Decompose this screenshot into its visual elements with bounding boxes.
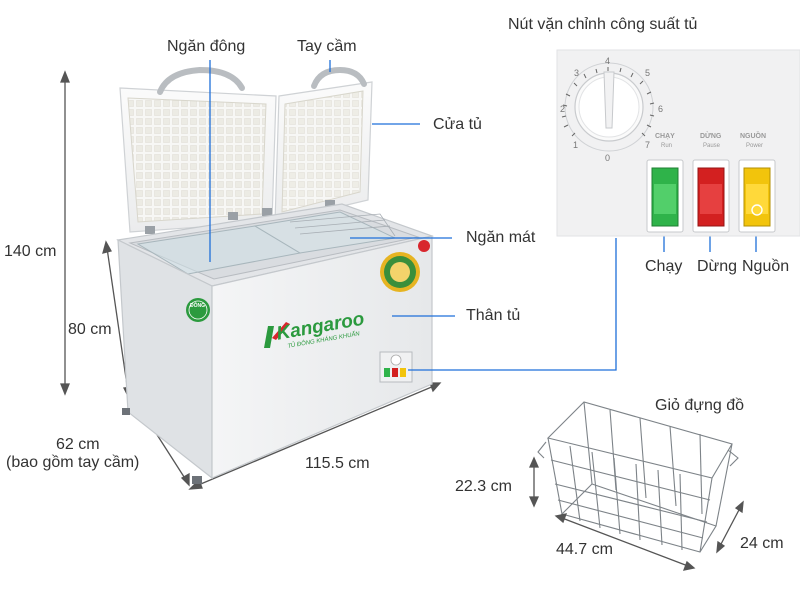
label-than-tu: Thân tủ <box>466 307 521 324</box>
switch-power-caption-en: Power <box>746 143 764 149</box>
dial-number-7: 7 <box>645 140 651 150</box>
dim-height-total: 140 cm <box>4 243 57 260</box>
switch-pause-caption-en: Pause <box>703 143 721 149</box>
dial-number-4: 4 <box>605 56 611 66</box>
dial-number-6: 6 <box>658 104 664 114</box>
dial-number-0: 0 <box>605 153 611 163</box>
label-ngan-dong: Ngăn đông <box>167 38 246 55</box>
label-nguon: Nguồn <box>742 258 790 275</box>
switch-run-caption: CHẠY <box>655 133 675 140</box>
leader-lines <box>209 60 757 371</box>
switch-power-caption: NGUỒN <box>740 133 767 140</box>
label-dung: Dừng <box>697 258 738 275</box>
freezer-badge: ĐÔNG <box>190 303 205 309</box>
handle-right <box>311 66 367 89</box>
dial-number-1: 1 <box>573 140 579 150</box>
dim-basket-height: 22.3 cm <box>455 478 512 495</box>
basket-illustration <box>537 401 739 553</box>
freezer-illustration <box>116 66 435 484</box>
dim-depth-note: (bao gồm tay cầm) <box>6 454 140 471</box>
label-nut-van: Nút vặn chỉnh công suất tủ <box>508 16 698 33</box>
switch-pause-caption: DỪNG <box>700 133 722 140</box>
switch-run-caption-en: Run <box>661 143 673 149</box>
control-panel-zoom <box>556 49 800 237</box>
dim-depth: 62 cm <box>56 436 100 453</box>
handle-left <box>157 66 245 95</box>
dim-width: 115.5 cm <box>305 455 370 472</box>
dim-height-body: 80 cm <box>68 321 112 338</box>
dim-basket-length: 44.7 cm <box>556 541 613 558</box>
dial-number-2: 2 <box>560 104 566 114</box>
freezer-lid-right <box>274 81 373 223</box>
freezer-lid-left <box>119 87 277 233</box>
label-gio-dung-do: Giỏ đựng đồ <box>655 397 744 414</box>
basket-dimension-lines <box>528 456 744 571</box>
label-ngan-mat: Ngăn mát <box>466 229 536 246</box>
label-cua-tu: Cửa tủ <box>433 116 482 133</box>
dial-number-3: 3 <box>574 68 580 78</box>
label-tay-cam: Tay cầm <box>297 38 357 55</box>
dial-number-5: 5 <box>645 68 651 78</box>
label-chay: Chạy <box>645 258 683 275</box>
dim-basket-width: 24 cm <box>740 535 784 552</box>
